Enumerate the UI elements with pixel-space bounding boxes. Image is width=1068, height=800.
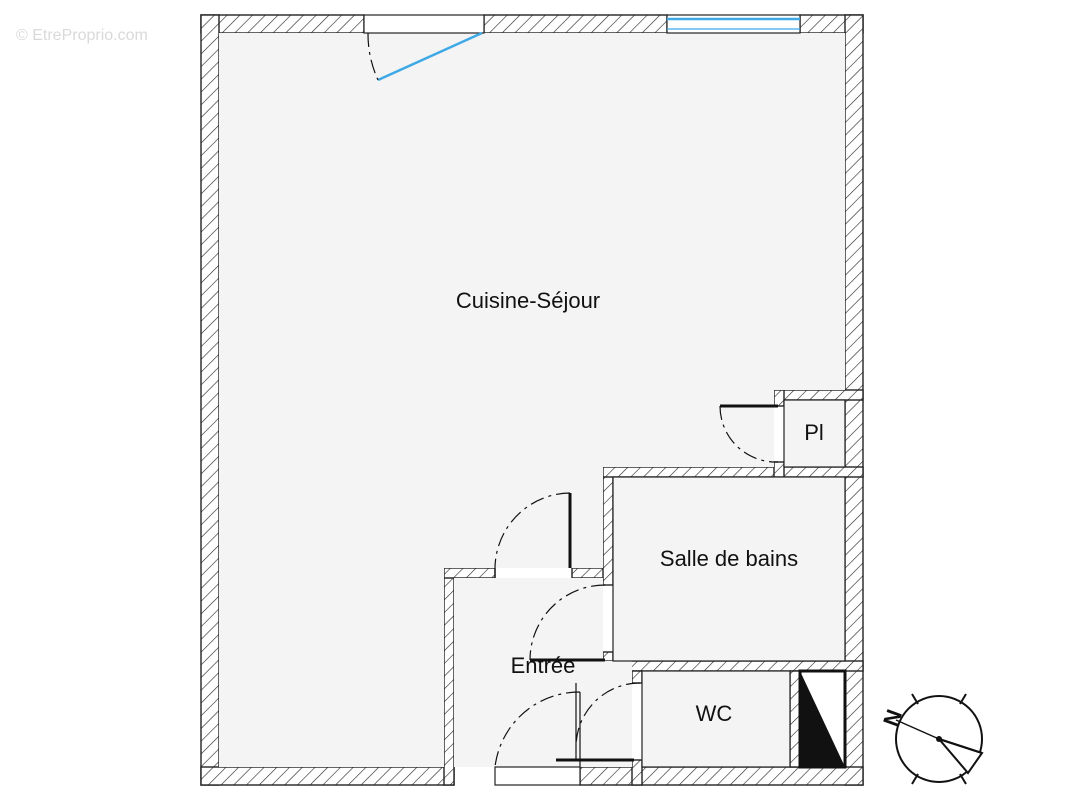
- bathroom-door-icon: [529, 584, 606, 662]
- casement-door-icon: [367, 31, 483, 82]
- room-label-living: Cuisine-Séjour: [456, 288, 600, 313]
- room-label-bathroom: Salle de bains: [660, 546, 798, 571]
- room-label-closet: Pl: [804, 420, 824, 445]
- closet-floor: [784, 400, 845, 467]
- window-top-left: [363, 14, 485, 34]
- room-label-entry: Entrée: [511, 653, 576, 678]
- room-label-wc: WC: [696, 701, 733, 726]
- compass-north-label: N: [878, 706, 907, 729]
- room-floors: [219, 33, 845, 767]
- window-top-right: [666, 14, 801, 34]
- duct-icon: [798, 669, 847, 769]
- entry-living-door-icon: [494, 492, 572, 578]
- closet-door-icon: [719, 404, 779, 463]
- room-outlines: [612, 399, 846, 768]
- wc-floor: [642, 671, 790, 767]
- wc-door-icon: [556, 682, 641, 762]
- watermark: © EtreProprio.com: [16, 27, 148, 44]
- compass-icon: [895, 693, 984, 785]
- bathroom-floor: [613, 477, 845, 661]
- front-door-icon: [494, 691, 581, 786]
- entry-floor: [454, 578, 632, 767]
- living-room-floor: [219, 33, 845, 767]
